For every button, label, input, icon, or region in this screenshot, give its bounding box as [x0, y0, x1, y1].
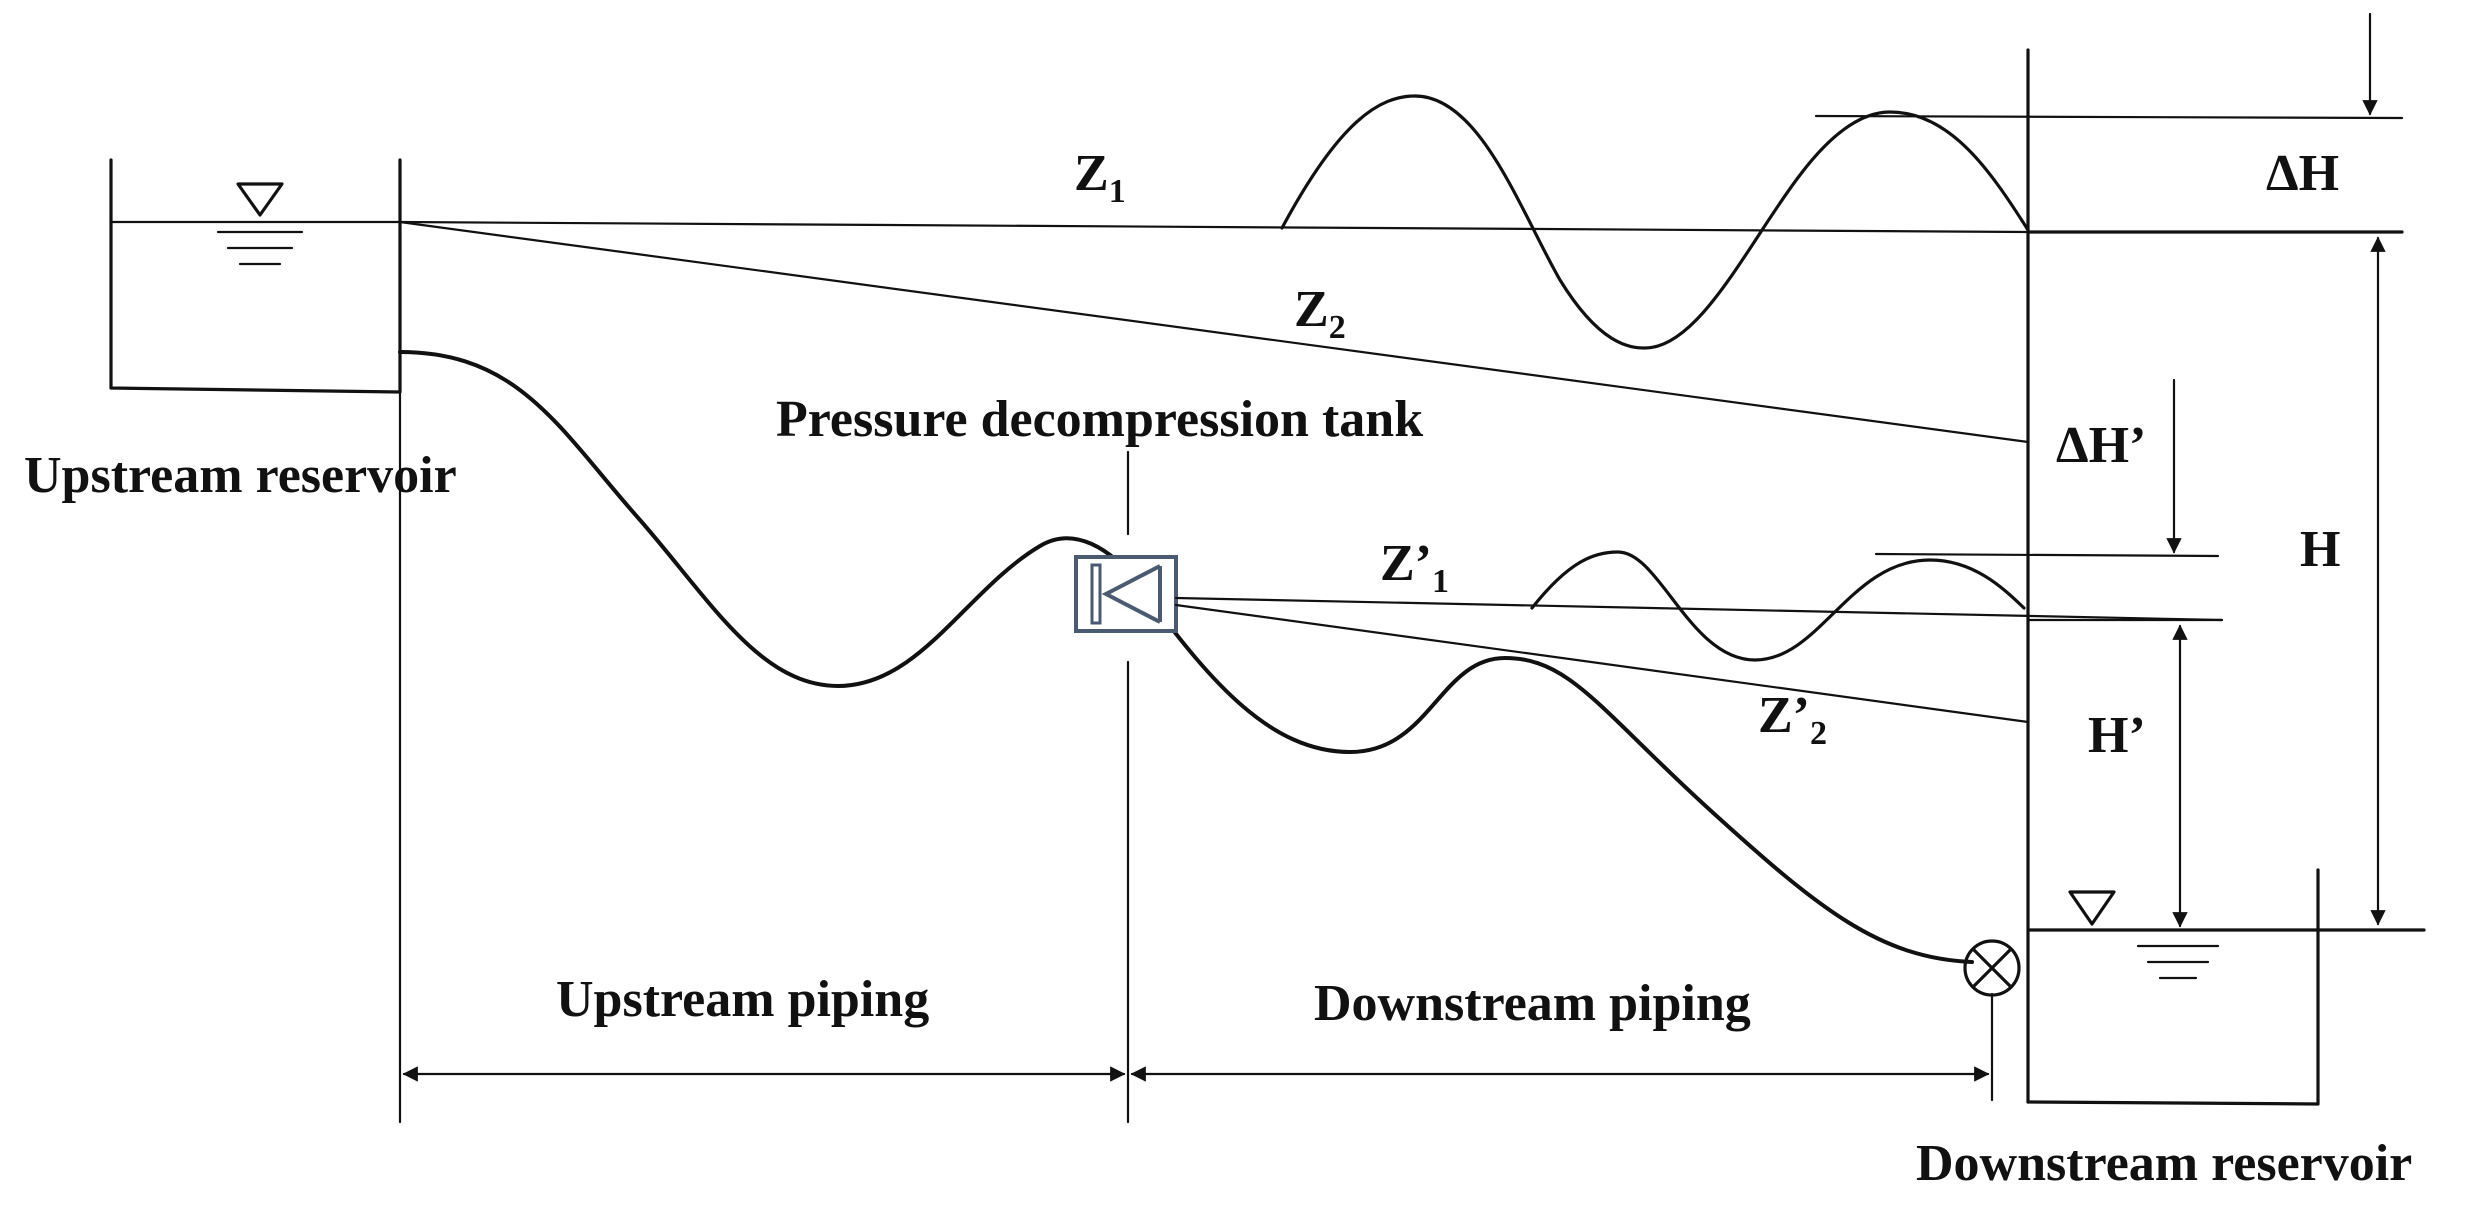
pressure-tank-box-icon [1074, 555, 1178, 633]
upstream-reservoir-label: Upstream reservoir [24, 447, 457, 504]
pipeline-downstream [1148, 598, 1974, 964]
surge-wave-upper [1280, 94, 2030, 350]
level-top [1814, 114, 2404, 120]
line-z2 [398, 220, 2030, 444]
delta-h-label: ΔH [2266, 145, 2339, 202]
downstream-reservoir [2026, 868, 2426, 1106]
z-prime-2-label: Z’2 [1758, 687, 1827, 752]
z-prime-1-label: Z’1 [1380, 535, 1449, 600]
level-zp-top [1874, 552, 2220, 558]
h-prime-label: H’ [2088, 707, 2146, 764]
upstream-piping-label: Upstream piping [556, 971, 929, 1028]
pressure-tank-label: Pressure decompression tank [776, 391, 1423, 448]
upstream-reservoir [109, 158, 402, 394]
line-z-prime-1 [1174, 596, 2224, 622]
downstream-reservoir-label: Downstream reservoir [1916, 1135, 2412, 1192]
valve-cross-circle-icon [1963, 939, 2021, 997]
water-level-triangle-icon [2068, 890, 2220, 980]
pipeline-upstream [398, 350, 1152, 688]
z1-label: Z1 [1074, 145, 1126, 210]
line-z-prime-2 [1174, 603, 2030, 724]
surge-wave-lower [1530, 550, 2026, 662]
water-level-triangle-icon [216, 182, 304, 266]
line-z1 [398, 220, 2030, 234]
z2-label: Z2 [1294, 281, 1346, 346]
h-label: H [2300, 521, 2340, 578]
downstream-piping-label: Downstream piping [1314, 975, 1751, 1032]
delta-h-prime-label: ΔH’ [2056, 417, 2146, 474]
